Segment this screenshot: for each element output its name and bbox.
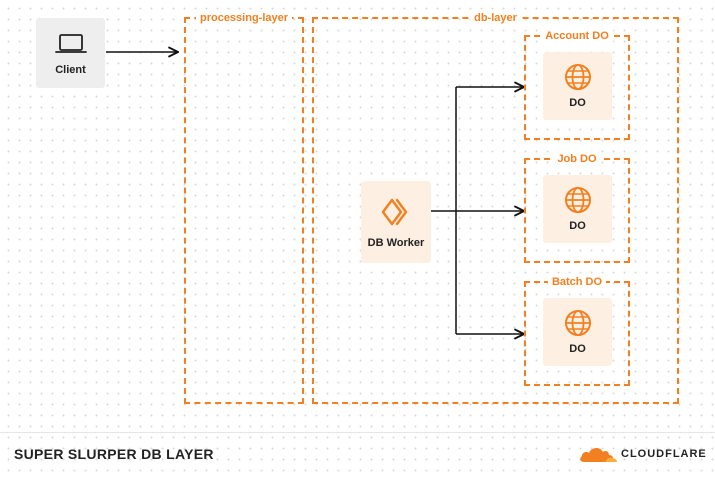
globe-icon <box>564 310 591 336</box>
laptop-icon <box>54 34 87 53</box>
footer-divider <box>0 432 715 433</box>
processing-layer-label: processing-layer <box>195 10 293 26</box>
account-do-node: DO <box>543 52 612 120</box>
workers-chevrons-icon <box>381 198 408 226</box>
db-worker-node: DB Worker <box>361 181 431 263</box>
job-do-frame: Job DO <box>524 151 630 263</box>
batch-do-label: Batch DO <box>547 274 607 290</box>
diagram-title: SUPER SLURPER DB LAYER <box>14 446 214 462</box>
brand-name: CLOUDFLARE <box>621 448 707 460</box>
batch-do-node-label: DO <box>569 343 586 355</box>
account-do-node-label: DO <box>569 97 586 109</box>
cloudflare-cloud-icon <box>580 447 617 462</box>
client-node: Client <box>36 18 105 88</box>
db-layer-label: db-layer <box>470 10 521 26</box>
db-layer-frame: db-layer <box>312 10 679 404</box>
globe-icon <box>564 64 591 90</box>
globe-icon <box>564 187 591 213</box>
cloudflare-logo: CLOUDFLARE <box>578 443 707 465</box>
client-label: Client <box>55 64 86 76</box>
account-do-frame: Account DO <box>524 28 630 140</box>
job-do-node: DO <box>543 175 612 243</box>
batch-do-node: DO <box>543 298 612 366</box>
job-do-node-label: DO <box>569 220 586 232</box>
db-worker-label: DB Worker <box>367 237 425 249</box>
job-do-label: Job DO <box>553 151 601 167</box>
processing-layer-frame: processing-layer <box>184 10 304 404</box>
batch-do-frame: Batch DO <box>524 274 630 386</box>
account-do-label: Account DO <box>541 28 613 44</box>
